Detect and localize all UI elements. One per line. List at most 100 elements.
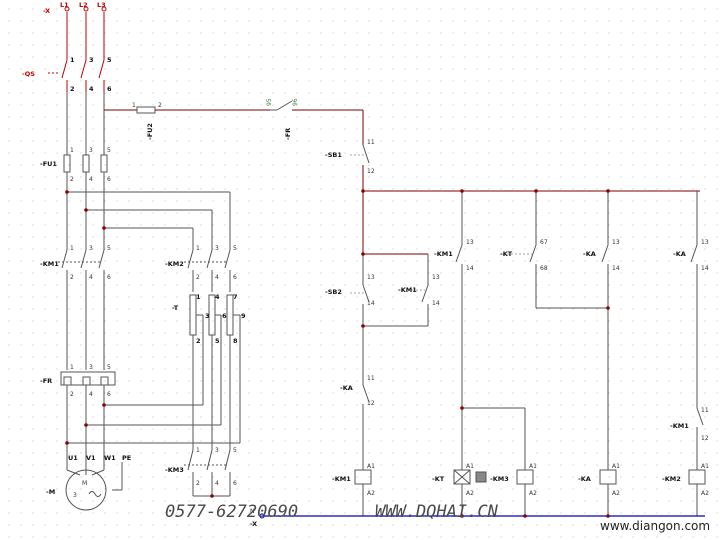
autotrans-pin: 8 [233, 337, 238, 345]
fr-relay-tag: -FR [40, 377, 52, 385]
control-junctions [361, 189, 610, 518]
kt-aux-pin: 68 [540, 265, 548, 272]
phase-l1: L1 [60, 1, 69, 9]
qs-pin: 1 [70, 56, 75, 64]
fu2-pin: 1 [132, 102, 136, 109]
motor-terminal: PE [122, 454, 131, 462]
autotrans-pin: 7 [233, 293, 238, 301]
watermark-phone: 0577-62720690 [165, 502, 298, 522]
qs-pin: 3 [89, 56, 94, 64]
sb2-pin: 14 [367, 300, 375, 307]
fu2-pin: 2 [158, 102, 162, 109]
coil-pin: A1 [466, 463, 474, 470]
fu1-pin: 6 [107, 176, 111, 183]
ka-aux1-pin: 13 [612, 239, 620, 246]
km1-hold-tag: -KM1 [398, 286, 417, 294]
km1-nc-pin: 12 [701, 435, 709, 442]
coil-pin: A2 [612, 490, 620, 497]
fr-relay-pin: 2 [70, 391, 74, 398]
fr-relay-pin: 1 [70, 364, 74, 371]
sb1-pin: 11 [367, 139, 375, 146]
ka-nc-pin: 12 [367, 400, 375, 407]
motor-tag: -M [46, 488, 55, 496]
ka-aux2-tag: -KA [673, 250, 686, 258]
fu1-pin: 2 [70, 176, 74, 183]
autotrans-pin: 4 [215, 293, 220, 301]
fu2-tag: -FU2 [146, 123, 154, 140]
motor-terminal: W1 [104, 454, 116, 462]
km3-main-tag: -KM3 [165, 466, 184, 474]
ka-aux1-pin: 14 [612, 265, 620, 272]
neutral-terminal-pin: N [250, 508, 255, 515]
autotrans-pin: 6 [222, 312, 227, 320]
coil-pin: A1 [367, 463, 375, 470]
neutral-terminal-tag: -X [250, 520, 257, 528]
autotrans-pin: 2 [196, 337, 201, 345]
km3-main-pin: 5 [233, 447, 237, 454]
fr-contact-pin: 95 [266, 98, 273, 106]
control-circuit [104, 100, 706, 517]
sb1-pin: 12 [367, 168, 375, 175]
fu1-pin: 5 [107, 147, 111, 154]
ka-nc-pin: 11 [367, 375, 375, 382]
km3-main-pin: 3 [215, 447, 219, 454]
km2-main-pin: 5 [233, 245, 237, 252]
coil-pin: A1 [529, 463, 537, 470]
km2-main-pin: 6 [233, 274, 237, 281]
motor-letter: M [82, 480, 87, 487]
watermark-site: WWW.DQHAI.CN [375, 502, 499, 522]
power-junctions [65, 190, 214, 498]
km1-hold-pin: 14 [432, 300, 440, 307]
coil-pin: A2 [367, 490, 375, 497]
coil-pin: A2 [466, 490, 474, 497]
fr-contact-tag: -FR [284, 128, 292, 140]
km3-main-pin: 1 [196, 447, 200, 454]
coil-km1-tag: -KM1 [332, 475, 351, 483]
km2-main-pin: 2 [196, 274, 200, 281]
fr-relay-pin: 5 [107, 364, 111, 371]
ka-aux2-pin: 14 [701, 265, 709, 272]
coil-km2-tag: -KM2 [662, 475, 681, 483]
fu1-pin: 4 [89, 176, 93, 183]
km1-hold-pin: 13 [432, 274, 440, 281]
km1-main-pin: 3 [89, 245, 93, 252]
terminal-n-icon [259, 513, 265, 519]
coil-kt-tag: -KT [432, 475, 445, 483]
kt-aux-pin: 67 [540, 239, 548, 246]
fu1-pin: 1 [70, 147, 74, 154]
sb1-tag: -SB1 [325, 151, 342, 159]
qs-pin: 4 [89, 85, 94, 93]
qs-tag: -QS [22, 70, 35, 78]
km1-main-tag: -KM1 [40, 260, 59, 268]
autotrans-pin: 3 [205, 312, 210, 320]
km1-main-pin: 2 [70, 274, 74, 281]
ka-aux2-pin: 13 [701, 239, 709, 246]
ka-nc-tag: -KA [340, 384, 353, 392]
km2-main-pin: 1 [196, 245, 200, 252]
coil-pin: A2 [529, 490, 537, 497]
fr-contact-pin: 96 [292, 98, 299, 106]
autotrans-pin: 5 [215, 337, 220, 345]
motor-terminal: U1 [68, 454, 78, 462]
kt-aux-tag: -KT [500, 250, 513, 258]
motor-terminal: V1 [86, 454, 96, 462]
km2-main-tag: -KM2 [165, 260, 184, 268]
terminal-l1-icon [64, 6, 70, 12]
km3-main-pin: 6 [233, 480, 237, 487]
km1-nc-tag: -KM1 [670, 422, 689, 430]
coil-ka-tag: -KA [578, 475, 591, 483]
km1-aux-pin: 14 [466, 265, 474, 272]
km1-main-pin: 5 [107, 245, 111, 252]
motor-phase-count: 3 [73, 492, 77, 499]
autotrans-pin: 1 [196, 293, 201, 301]
supply-terminal-tag: -X [43, 7, 50, 15]
km1-aux-pin: 13 [466, 239, 474, 246]
power-circuit [48, 12, 241, 511]
qs-pin: 5 [107, 56, 112, 64]
km1-aux-tag: -KM1 [434, 250, 453, 258]
phase-l2: L2 [79, 1, 88, 9]
watermark-site2: www.diangon.com [600, 519, 710, 533]
terminal-l3-icon [101, 6, 107, 12]
